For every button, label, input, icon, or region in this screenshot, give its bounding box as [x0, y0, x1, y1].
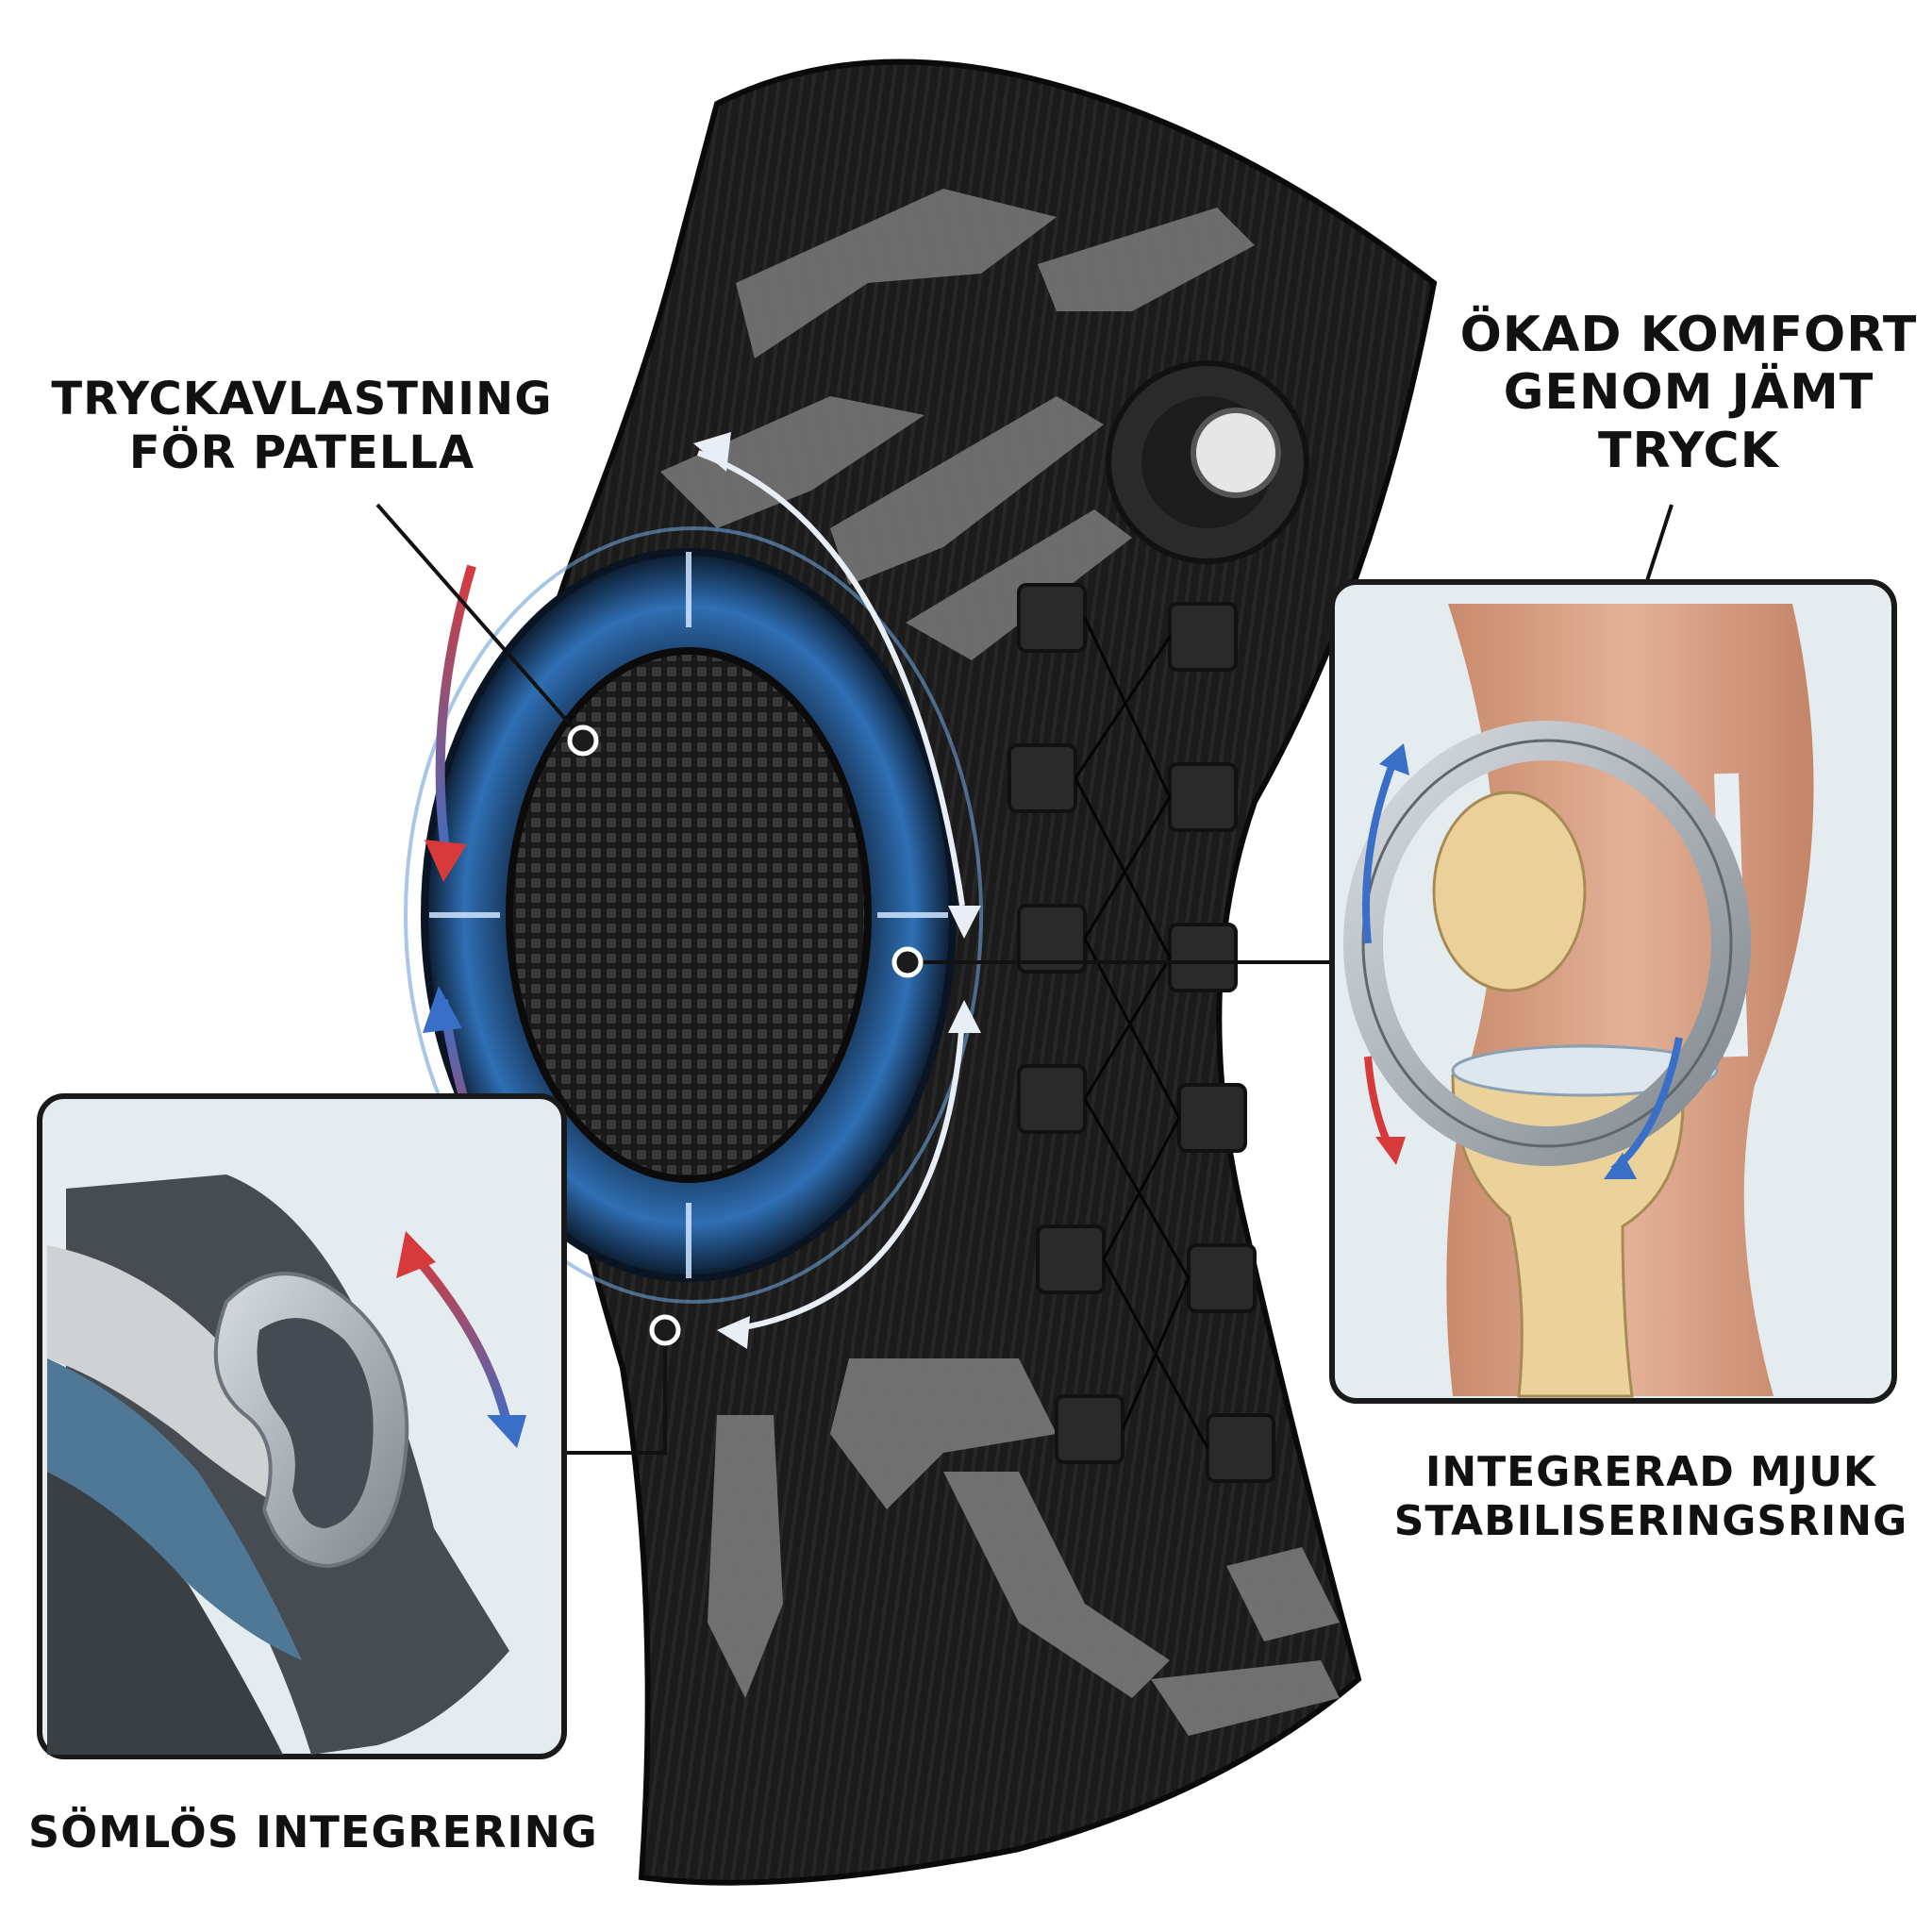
callout-pressure-relief: TRYCKAVLASTNING FÖR PATELLA	[38, 373, 566, 479]
callout-comfort-line3: TRYCK	[1598, 422, 1779, 479]
callout-stabilizing-ring: INTEGRERAD MJUK STABILISERINGSRING	[1377, 1448, 1924, 1546]
anatomy-panel	[1329, 579, 1897, 1404]
boa-dial-icon	[1106, 360, 1309, 564]
callout-seamless: SÖMLÖS INTEGRERING	[28, 1807, 598, 1857]
callout-comfort-line2: GENOM JÄMT	[1503, 364, 1874, 422]
sleeve-pattern-bottom	[708, 1358, 1340, 1736]
cross-section-panel	[37, 1093, 567, 1759]
sleeve-pattern-top	[660, 189, 1255, 660]
circulation-arrows	[696, 450, 965, 1333]
callout-comfort: ÖKAD KOMFORT GENOM JÄMT TRYCK	[1453, 307, 1924, 480]
callout-seamless-line1: SÖMLÖS INTEGRERING	[28, 1807, 598, 1857]
patella-ring	[404, 526, 983, 1304]
callout-pressure-relief-line2: FÖR PATELLA	[128, 425, 475, 479]
callout-stabilizing-ring-line1: INTEGRERAD MJUK	[1424, 1448, 1877, 1496]
laces	[1074, 617, 1209, 1449]
callout-stabilizing-ring-line2: STABILISERINGSRING	[1393, 1496, 1908, 1545]
callout-comfort-line1: ÖKAD KOMFORT	[1459, 307, 1918, 363]
callout-pressure-relief-line1: TRYCKAVLASTNING	[51, 373, 553, 425]
